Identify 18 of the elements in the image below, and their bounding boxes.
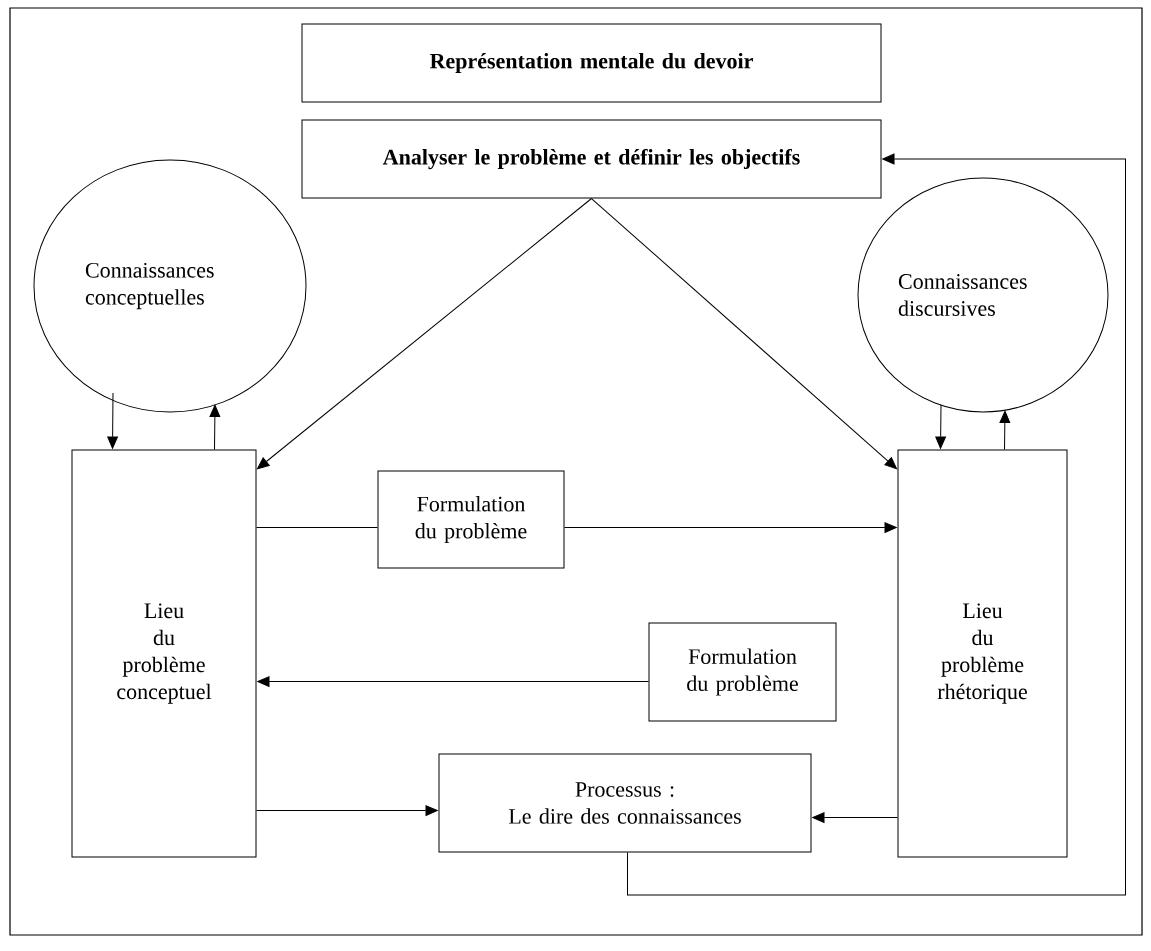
arrow (257, 198, 592, 470)
arrow (564, 522, 897, 533)
process-box: Processus : Le dire des connaissances (438, 753, 812, 853)
arrow (812, 812, 898, 823)
arrow (627, 153, 1126, 896)
arrow (256, 805, 438, 816)
process-box: Formulation du problème (377, 470, 565, 569)
arrow (257, 676, 649, 687)
arrow (107, 392, 118, 449)
title-box: Représentation mentale du devoir (301, 23, 882, 103)
arrow (591, 198, 898, 470)
process-box: Formulation du problème (648, 622, 837, 722)
process-box: Analyser le problème et définir les objectifs (301, 119, 882, 199)
process-box: Lieu du problème rhétorique (897, 449, 1068, 858)
arrow (209, 404, 221, 450)
process-box: Lieu du problème conceptuel (71, 449, 257, 858)
arrow (999, 410, 1011, 450)
arrow (935, 404, 946, 449)
